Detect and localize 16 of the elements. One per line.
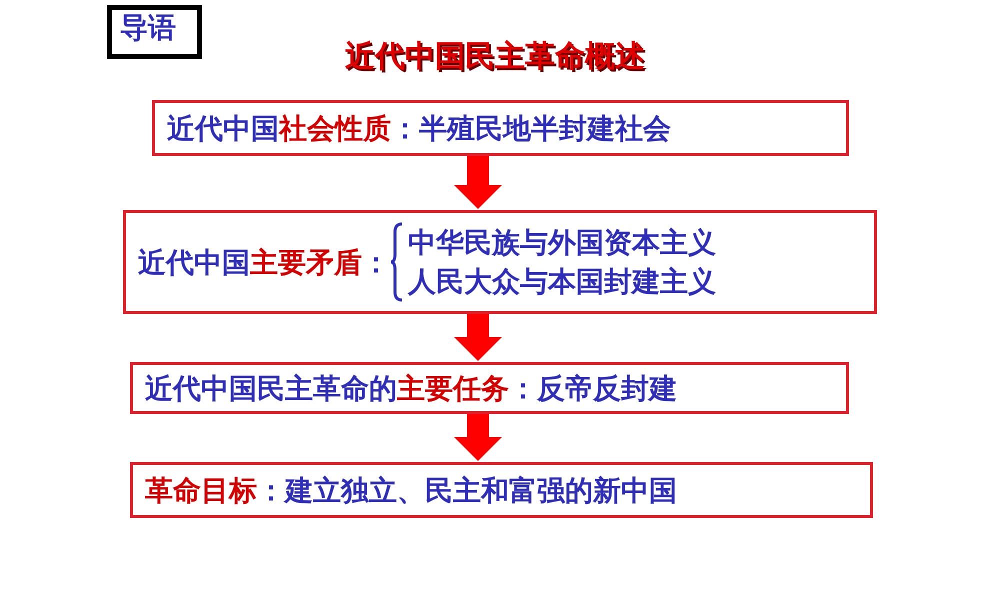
box-item: 中华民族与外国资本主义: [408, 225, 716, 260]
block-arrow: [454, 314, 502, 361]
block-arrow: [454, 414, 502, 461]
block-arrow: [454, 156, 502, 209]
statement-box: [130, 462, 873, 518]
label-box: [107, 5, 202, 59]
box-heading: 近代中国主要矛盾：: [138, 244, 390, 280]
box-text: 近代中国民主革命的主要任务：反帝反封建: [145, 370, 677, 406]
title: 近代中国民主革命概述: [344, 38, 646, 76]
statement-box: [130, 362, 849, 414]
box-item: 人民大众与本国封建主义: [408, 264, 716, 299]
statement-box: [123, 210, 877, 314]
label-text: 导语: [120, 11, 176, 44]
box-text: 近代中国社会性质：半殖民地半封建社会: [167, 110, 671, 146]
statement-box: [152, 100, 849, 156]
box-text: 革命目标：建立独立、民主和富强的新中国: [145, 472, 677, 508]
